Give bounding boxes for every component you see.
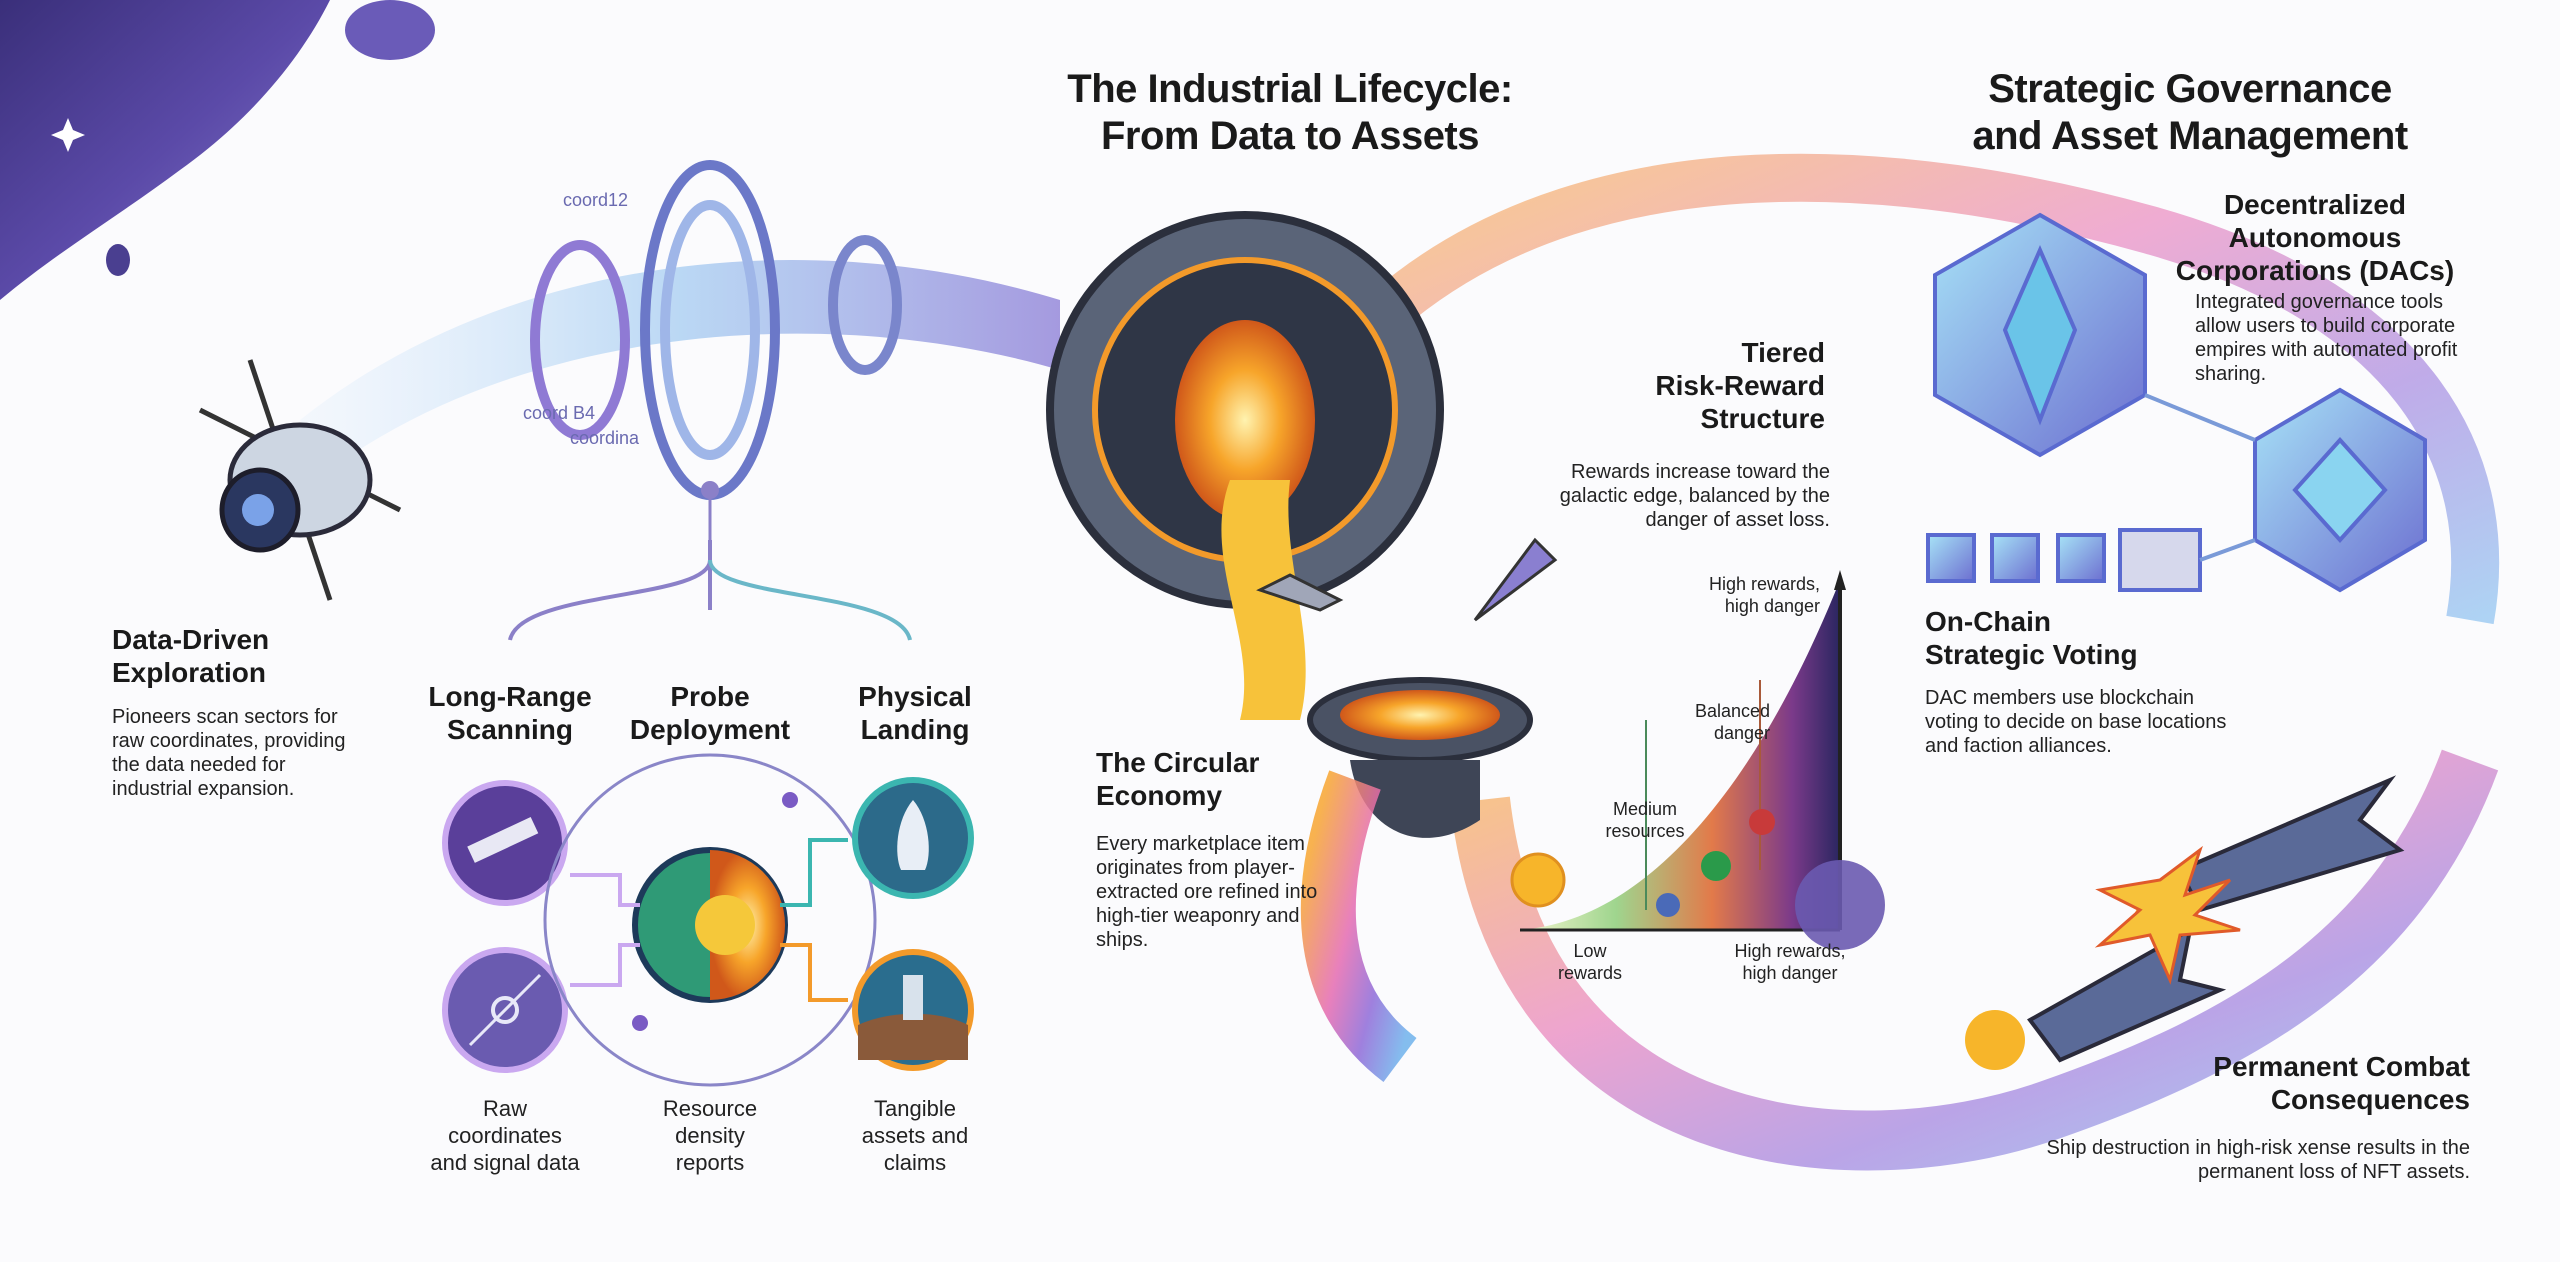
risk-chart	[1510, 570, 1885, 950]
stage-output-probe: Resource density reports	[662, 1096, 758, 1175]
nebula-shape	[0, 0, 330, 300]
lifecycle-title: The Industrial Lifecycle: From Data to A…	[1067, 67, 1513, 158]
dac-body: Integrated governance tools allow users …	[2195, 291, 2458, 385]
combat-body: Ship destruction in high-risk xense resu…	[2046, 1137, 2470, 1183]
governance-title: Strategic Governance and Asset Managemen…	[1972, 67, 2408, 158]
voting-body: DAC members use blockchain voting to dec…	[1925, 687, 2227, 757]
risk-label-low: Low rewards	[1557, 941, 1623, 983]
stage-connector	[508, 540, 912, 641]
data-beam	[300, 260, 1060, 470]
risk-label-high-top: High rewards, high danger	[1708, 574, 1820, 616]
tiered-body: Rewards increase toward the galactic edg…	[1559, 461, 1830, 531]
dac-crystal-network	[1926, 212, 2427, 593]
coord-label-2: coord B4	[523, 403, 596, 423]
exploration-body: Pioneers scan sectors for raw coordinate…	[112, 706, 346, 800]
refinery-machine	[1046, 211, 1558, 1082]
voting-title: On-Chain Strategic Voting	[1925, 606, 2138, 670]
risk-label-medium: Medium resources	[1605, 799, 1685, 841]
combat-ships	[1965, 775, 2405, 1070]
satellite-icon	[198, 359, 402, 601]
stage-output-landing: Tangible assets and claims	[861, 1096, 969, 1175]
dac-title: Decentralized Autonomous Corporations (D…	[2175, 189, 2455, 286]
exploration-title: Data-Driven Exploration	[112, 624, 270, 688]
flow-arc-bottom	[1450, 749, 2499, 1171]
combat-title: Permanent Combat Consequences	[2213, 1051, 2470, 1115]
risk-label-balanced: Balanced danger	[1694, 701, 1770, 743]
circular-title: The Circular Economy	[1096, 747, 1260, 811]
landing-icons	[852, 777, 974, 1071]
flow-arc-top	[1385, 153, 2500, 625]
stage-title-landing: Physical Landing	[858, 681, 972, 745]
risk-label-high-bottom: High rewards, high danger	[1734, 941, 1846, 983]
stage-title-probe: Probe Deployment	[629, 681, 791, 745]
probe-icons	[543, 753, 877, 1087]
circular-body: Every marketplace item originates from p…	[1096, 833, 1318, 951]
stage-output-scanning: Raw coordinates and signal data	[430, 1096, 580, 1175]
stage-title-scanning: Long-Range Scanning	[428, 681, 592, 745]
tiered-title: Tiered Risk-Reward Structure	[1655, 337, 1825, 434]
coord-label-1: coord12	[563, 190, 629, 210]
coord-label-3: coordina	[570, 428, 640, 448]
scanning-icons	[442, 780, 568, 1073]
